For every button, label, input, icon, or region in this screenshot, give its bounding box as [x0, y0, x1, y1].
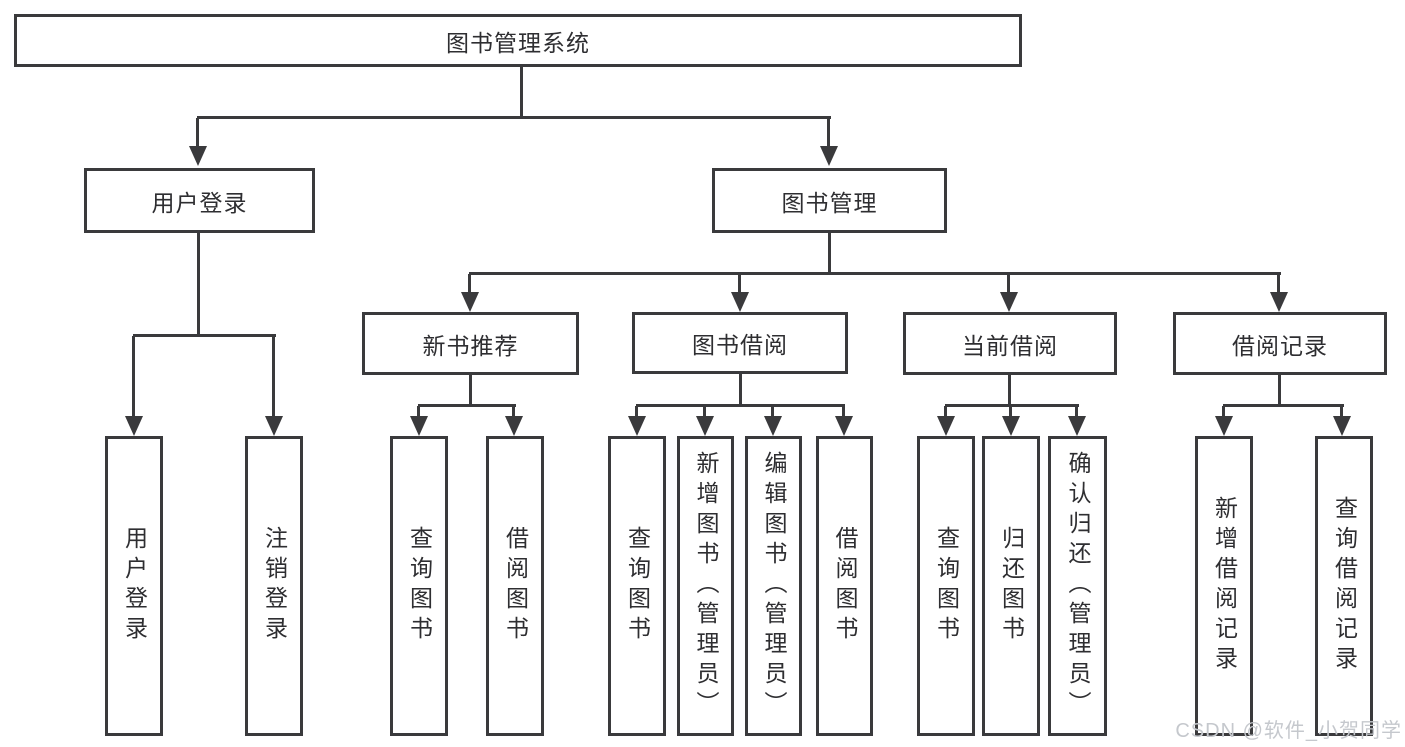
node-root: 图书管理系统: [14, 14, 1022, 67]
leaf-newbook-query-books-label: 查询图书: [406, 526, 433, 646]
leaf-current-query-books: 查询图书: [917, 436, 975, 736]
connector-arrow: [835, 406, 853, 436]
connector-line: [469, 272, 1281, 275]
leaf-borrowing-borrow-books-label: 借阅图书: [832, 526, 858, 646]
watermark: CSDN @软件_小贺同学: [1175, 720, 1402, 742]
connector-line: [739, 374, 742, 407]
connector-arrow: [1270, 274, 1288, 312]
connector-arrow: [1333, 406, 1351, 436]
connector-line: [418, 404, 516, 407]
connector-line: [469, 374, 472, 407]
connector-line: [1008, 375, 1011, 407]
connector-arrow: [410, 406, 428, 436]
connector-line: [197, 116, 831, 119]
node-book-borrowing-label: 图书借阅: [692, 332, 788, 358]
leaf-borrowing-edit-books: 编辑图书（管理员）: [745, 436, 802, 736]
leaf-user-login-label: 用户登录: [121, 526, 148, 646]
connector-arrow: [461, 274, 479, 312]
connector-line: [520, 67, 523, 118]
leaf-records-query-record: 查询借阅记录: [1315, 436, 1373, 736]
connector-arrow: [125, 336, 143, 436]
node-user-login-label: 用户登录: [151, 189, 248, 216]
node-root-label: 图书管理系统: [446, 29, 590, 56]
connector-arrow: [628, 406, 646, 436]
leaf-borrowing-add-books-label: 新增图书（管理员）: [693, 451, 719, 721]
node-borrowing-records-label: 借阅记录: [1232, 332, 1328, 359]
leaf-current-query-books-label: 查询图书: [933, 526, 960, 646]
node-new-book-recommend: 新书推荐: [362, 312, 579, 375]
leaf-borrowing-add-books: 新增图书（管理员）: [677, 436, 734, 736]
node-book-management-label: 图书管理: [781, 189, 878, 216]
leaf-current-return-books: 归还图书: [982, 436, 1040, 736]
connector-arrow: [1215, 406, 1233, 436]
node-borrowing-records: 借阅记录: [1173, 312, 1387, 375]
node-user-login: 用户登录: [84, 168, 315, 233]
connector-arrow: [265, 336, 283, 436]
leaf-logout-login: 注销登录: [245, 436, 303, 736]
node-new-book-recommend-label: 新书推荐: [422, 332, 519, 359]
leaf-records-add-record: 新增借阅记录: [1195, 436, 1253, 736]
connector-line: [636, 404, 845, 407]
connector-arrow: [696, 406, 714, 436]
leaf-newbook-query-books: 查询图书: [390, 436, 448, 736]
connector-line: [1223, 404, 1344, 407]
connector-arrow: [820, 118, 838, 166]
connector-arrow: [731, 274, 749, 312]
node-book-borrowing: 图书借阅: [632, 312, 848, 374]
leaf-user-login: 用户登录: [105, 436, 163, 736]
connector-arrow: [1068, 406, 1086, 436]
connector-arrow: [1002, 406, 1020, 436]
leaf-records-add-record-label: 新增借阅记录: [1211, 496, 1238, 676]
connector-line: [197, 233, 200, 336]
leaf-newbook-borrow-books-label: 借阅图书: [502, 526, 529, 646]
leaf-borrowing-edit-books-label: 编辑图书（管理员）: [761, 451, 787, 721]
leaf-borrowing-query-books: 查询图书: [608, 436, 666, 736]
leaf-current-confirm-return: 确认归还（管理员）: [1048, 436, 1107, 736]
leaf-current-return-books-label: 归还图书: [998, 526, 1025, 646]
connector-arrow: [189, 118, 207, 166]
connector-line: [945, 404, 1079, 407]
leaf-current-confirm-return-label: 确认归还（管理员）: [1065, 451, 1091, 721]
node-current-borrowing-label: 当前借阅: [962, 332, 1058, 359]
connector-arrow: [937, 406, 955, 436]
connector-arrow: [1000, 274, 1018, 312]
leaf-newbook-borrow-books: 借阅图书: [486, 436, 544, 736]
leaf-logout-login-label: 注销登录: [261, 526, 288, 646]
node-book-management: 图书管理: [712, 168, 947, 233]
connector-line: [1278, 375, 1281, 407]
leaf-borrowing-borrow-books: 借阅图书: [816, 436, 873, 736]
connector-arrow: [764, 406, 782, 436]
connector-arrow: [505, 406, 523, 436]
node-current-borrowing: 当前借阅: [903, 312, 1117, 375]
leaf-borrowing-query-books-label: 查询图书: [624, 526, 651, 646]
connector-line: [133, 334, 276, 337]
leaf-records-query-record-label: 查询借阅记录: [1331, 496, 1358, 676]
connector-line: [828, 233, 831, 275]
